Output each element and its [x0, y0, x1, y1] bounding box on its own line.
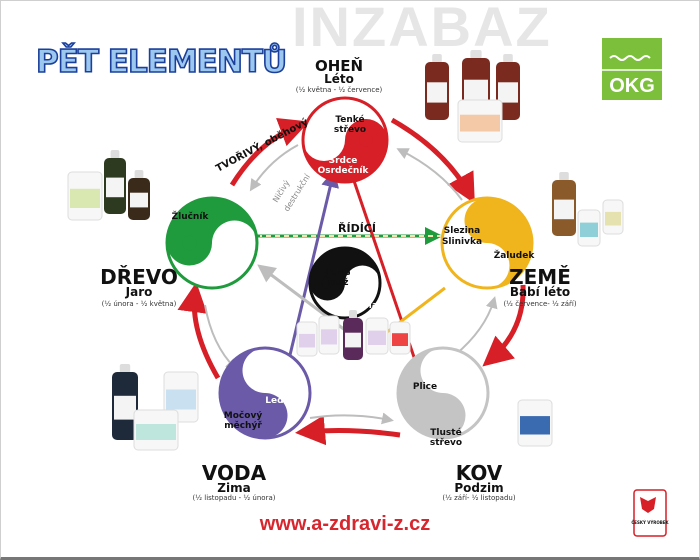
- organ-label: Játra: [224, 253, 249, 263]
- svg-text:Podzim: Podzim: [454, 481, 503, 495]
- product-bottle: [104, 150, 126, 214]
- product-jar: [296, 321, 318, 357]
- organ-label: Žlučník: [172, 210, 210, 222]
- product-bottle: [112, 364, 138, 440]
- organ-label: Slezina: [444, 226, 480, 236]
- svg-text:Jaro: Jaro: [125, 285, 153, 299]
- organ-label: Tenké: [335, 114, 364, 125]
- yin-yang-kov: [396, 346, 490, 440]
- product-jar: [577, 209, 601, 247]
- svg-text:Zima: Zima: [217, 481, 250, 495]
- svg-text:Léto: Léto: [324, 72, 354, 86]
- svg-text:ČESKÝ VÝROBEK: ČESKÝ VÝROBEK: [631, 520, 669, 525]
- yin-yang-drevo: [165, 196, 259, 290]
- product-jar: [67, 171, 103, 221]
- product-jar: [365, 317, 389, 355]
- organ-label: Srdce: [329, 156, 358, 166]
- svg-text:KOV: KOV: [456, 461, 503, 485]
- product-jar: [457, 99, 503, 143]
- organ-label: Tlusté: [430, 427, 461, 438]
- organ-label: střevo: [430, 438, 462, 448]
- creative-cycle-arrows: [177, 117, 526, 446]
- svg-text:(½ května - ½ července): (½ května - ½ července): [296, 86, 383, 94]
- svg-text:OKG: OKG: [609, 75, 655, 97]
- organ-label: Žaludek: [494, 249, 536, 261]
- organ-label: střevo: [334, 125, 366, 135]
- product-jar: [133, 409, 179, 451]
- yin-yang-label: JIN: [358, 291, 373, 301]
- product-bottle: [552, 172, 576, 236]
- organ-label: Osrdečník: [318, 165, 370, 176]
- czech-product-badge: ČESKÝ VÝROBEK: [631, 489, 670, 537]
- svg-text:(½ února - ½ května): (½ února - ½ května): [102, 300, 177, 308]
- yin-yang-jin-jang: [308, 246, 382, 320]
- okg-logo: OKG: [602, 38, 662, 100]
- svg-text:VODA: VODA: [202, 461, 267, 485]
- element-label-voda: VODA Zima (½ listopadu - ½ února): [193, 461, 276, 502]
- svg-text:DŘEVO: DŘEVO: [100, 265, 178, 289]
- yin-yang-ohen: [301, 96, 389, 184]
- yin-yang-voda: [218, 346, 312, 440]
- svg-text:(½ září- ½ listopadu): (½ září- ½ listopadu): [442, 494, 515, 502]
- page-title: PĚT ELEMENTŮ: [36, 43, 286, 80]
- yin-yang-label: JANG: [324, 268, 350, 278]
- svg-text:Babí léto: Babí léto: [510, 285, 570, 299]
- organ-label: Ledviny: [265, 396, 305, 406]
- product-jar: [389, 321, 411, 355]
- element-label-kov: KOV Podzim (½ září- ½ listopadu): [442, 461, 515, 502]
- yin-yang-zeme: [440, 196, 534, 290]
- controlling-cycle-label: ŘÍDÍCÍ: [338, 222, 376, 235]
- element-label-zeme: ZEMĚ Babí léto (½ července- ½ září): [503, 265, 576, 308]
- organ-label: Slinivka: [442, 237, 482, 247]
- watermark: INZABAZ: [292, 0, 552, 58]
- element-label-drevo: DŘEVO Jaro (½ února - ½ května): [100, 265, 178, 308]
- svg-text:(½ července- ½ září): (½ července- ½ září): [503, 300, 576, 308]
- svg-text:ZEMĚ: ZEMĚ: [509, 265, 571, 289]
- website-link[interactable]: www.a-zdravi-z.cz: [259, 513, 430, 535]
- product-images: [67, 50, 624, 451]
- product-bottle: [128, 170, 150, 220]
- yin-yang-label: žena: [354, 301, 378, 311]
- organ-label: Plice: [413, 382, 437, 392]
- product-bottle: [343, 310, 363, 360]
- product-bottle: [425, 54, 449, 120]
- product-jar: [602, 199, 624, 235]
- yin-yang-label: muž: [327, 278, 348, 288]
- organ-label: Močový: [224, 410, 263, 421]
- product-jar: [517, 399, 553, 447]
- product-jar: [318, 315, 340, 355]
- svg-text:OHEŇ: OHEŇ: [315, 56, 363, 75]
- creative-cycle-label: TVOŘIVÝ, oběhový: [213, 115, 310, 175]
- organ-label: měchýř: [224, 420, 262, 431]
- svg-text:(½ listopadu - ½ února): (½ listopadu - ½ února): [193, 494, 276, 502]
- element-label-ohen: OHEŇ Léto (½ května - ½ července): [296, 56, 383, 94]
